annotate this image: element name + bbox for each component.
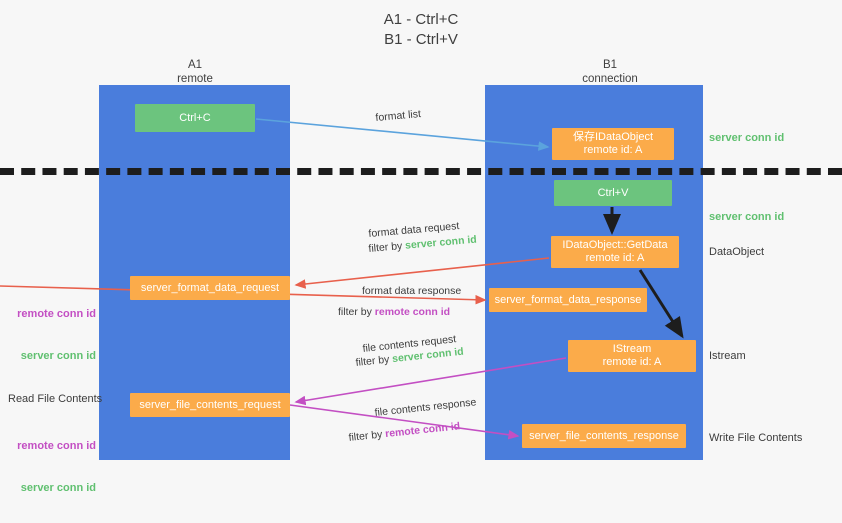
label-server-conn-id-top: server conn id: [709, 132, 785, 144]
label-left-conn-ids-low: remote conn id server conn id: [8, 411, 96, 523]
edge-label-format-data-response: format data response: [362, 285, 462, 297]
edge-label-file-contents-response: file contents response: [374, 396, 477, 419]
filter-prefix: filter by: [348, 428, 386, 444]
node-ctrl-v[interactable]: Ctrl+V: [554, 180, 672, 206]
node-server-file-contents-request[interactable]: server_file_contents_request: [130, 393, 290, 417]
lane-header-a1: A1 remote: [177, 59, 213, 85]
diagram-canvas: A1 - Ctrl+C B1 - Ctrl+V A1 remote B1 con…: [0, 11, 842, 494]
edge-label-file-contents-response-filter: filter by remote conn id: [348, 420, 461, 445]
edge-label-format-list: format list: [375, 108, 422, 124]
label-server-conn-id-left-mid: server conn id: [20, 350, 96, 362]
node-idataobject[interactable]: 保存IDataObject remote id: A: [552, 128, 674, 160]
edge-label-format-data-response-filter: filter by remote conn id: [338, 306, 450, 319]
filter-prefix: filter by: [355, 353, 393, 369]
page-title: A1 - Ctrl+C B1 - Ctrl+V: [383, 11, 459, 48]
label-remote-conn-id-mid: remote conn id: [17, 308, 96, 320]
dashed-divider: [0, 168, 842, 175]
label-server-conn-id-left-low: server conn id: [20, 482, 96, 494]
filter-prefix: filter by: [368, 239, 406, 255]
lane-header-b1: B1 connection: [582, 59, 638, 85]
filter-value-remote-conn-id: remote conn id: [374, 306, 451, 318]
label-dataobject: DataObject: [709, 246, 765, 258]
node-server-file-contents-response[interactable]: server_file_contents_response: [522, 424, 686, 448]
label-left-conn-ids-mid: remote conn id server conn id: [8, 279, 96, 391]
filter-value-remote-conn-id: remote conn id: [384, 420, 461, 441]
label-read-file-contents: Read File Contents: [8, 393, 103, 405]
label-remote-conn-id-low: remote conn id: [17, 440, 96, 452]
node-server-format-data-response[interactable]: server_format_data_response: [489, 288, 647, 312]
node-ctrl-c[interactable]: Ctrl+C: [135, 104, 255, 132]
label-istream: Istream: [709, 350, 746, 362]
node-istream[interactable]: IStream remote id: A: [568, 340, 696, 372]
filter-prefix: filter by: [338, 306, 375, 318]
label-write-file-contents: Write File Contents: [709, 432, 803, 444]
node-server-format-data-request[interactable]: server_format_data_request: [130, 276, 290, 300]
label-server-conn-id-mid: server conn id: [709, 211, 785, 223]
node-idataobject-getdata[interactable]: IDataObject::GetData remote id: A: [551, 236, 679, 268]
